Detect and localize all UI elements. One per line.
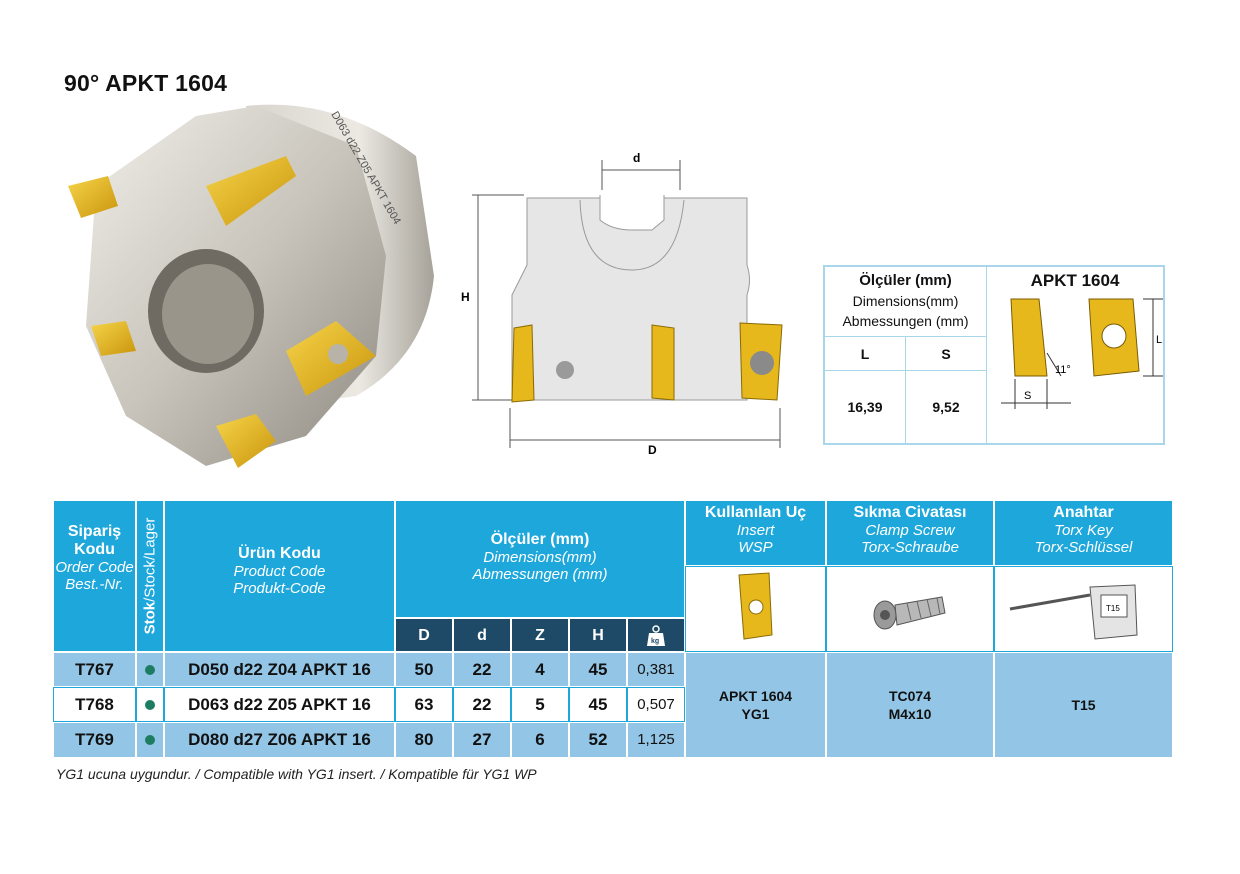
key-tag-text: T15 — [1106, 604, 1120, 613]
row-1-H: 45 — [569, 652, 627, 687]
screw-col-header: Sıkma Civatası Clamp Screw Torx-Schraube — [826, 500, 994, 566]
insert-value-cell: APKT 1604 YG1 — [685, 652, 826, 758]
milling-cutter-image: D063 d22 Z05 APKT 1604 — [68, 104, 434, 468]
screw-image-cell — [826, 566, 994, 652]
dim-col-H: H — [569, 618, 627, 652]
order-code-tr: Sipariş Kodu — [67, 523, 122, 558]
row-3-D: 80 — [395, 722, 453, 758]
row-1-code: T767 — [53, 652, 136, 687]
technical-drawing: d H D — [461, 151, 783, 457]
insert-dimensions-box: Ölçüler (mm) Dimensions(mm) Abmessungen … — [823, 265, 1165, 445]
row-2-code: T768 — [53, 687, 136, 722]
order-code-header: Sipariş Kodu Order Code Best.-Nr. — [53, 500, 136, 652]
insert-dims-head-en: Dimensions(mm) — [852, 293, 959, 309]
weight-unit: kg — [651, 638, 659, 645]
insert-title: APKT 1604 — [1030, 271, 1120, 290]
row-1-product: D050 d22 Z04 APKT 16 — [164, 652, 395, 687]
row-1-Z: 4 — [511, 652, 569, 687]
dim-col-D: D — [395, 618, 453, 652]
row-3-code: T769 — [53, 722, 136, 758]
stock-dot-icon — [145, 700, 155, 710]
page-title: 90° APKT 1604 — [64, 70, 228, 96]
insert-val-l: 16,39 — [825, 371, 906, 443]
screw-value-line1: TC074 — [888, 688, 932, 704]
dim-h-label: H — [461, 290, 470, 304]
insert-col-en: Insert — [736, 522, 775, 539]
stock-dot-icon — [145, 735, 155, 745]
insert-col-s: S — [906, 337, 987, 371]
dim-col-weight: kg — [627, 618, 685, 652]
insert-drawing: L S 11° — [1001, 298, 1163, 409]
order-code-de: Best.-Nr. — [65, 576, 124, 593]
row-2-product: D063 d22 Z05 APKT 16 — [164, 687, 395, 722]
dimensions-tr: Ölçüler (mm) — [490, 531, 590, 548]
insert-dim-l: L — [1156, 334, 1162, 346]
row-3-Z: 6 — [511, 722, 569, 758]
key-value-cell: T15 — [994, 652, 1173, 758]
insert-dims-head-tr: Ölçüler (mm) — [859, 272, 952, 289]
insert-icon — [738, 572, 773, 640]
dimensions-de: Abmessungen (mm) — [472, 566, 608, 583]
weight-icon: kg — [647, 625, 665, 646]
dimensions-header: Ölçüler (mm) Dimensions(mm) Abmessungen … — [395, 500, 685, 618]
row-2-D: 63 — [395, 687, 453, 722]
dim-col-Z: Z — [511, 618, 569, 652]
insert-col-l: L — [825, 337, 906, 371]
key-col-en: Torx Key — [1054, 522, 1113, 539]
product-code-de: Produkt-Code — [233, 580, 326, 597]
insert-value-line1: APKT 1604 — [718, 688, 793, 704]
row-2-d: 22 — [453, 687, 511, 722]
dim-D-label: D — [648, 443, 657, 457]
row-2-H: 45 — [569, 687, 627, 722]
stock-tr: Stok — [141, 601, 159, 635]
insert-col-header: Kullanılan Uç Insert WSP — [685, 500, 826, 566]
row-1-kg: 0,381 — [627, 652, 685, 687]
insert-val-s: 9,52 — [906, 371, 987, 443]
row-2-Z: 5 — [511, 687, 569, 722]
screw-col-tr: Sıkma Civatası — [853, 504, 967, 521]
screw-col-de: Torx-Schraube — [861, 539, 959, 556]
dimensions-en: Dimensions(mm) — [483, 549, 597, 566]
product-code-header: Ürün Kodu Product Code Produkt-Code — [164, 500, 395, 652]
stock-dot-icon — [145, 665, 155, 675]
row-3-kg: 1,125 — [627, 722, 685, 758]
dim-d-label: d — [633, 151, 640, 165]
product-code-tr: Ürün Kodu — [238, 545, 321, 562]
torx-key-icon: T15 — [1009, 584, 1138, 640]
stock-en: /Stock/Lager — [141, 517, 159, 602]
row-1-stock — [136, 652, 164, 687]
stock-header-text: Stok/Stock/Lager — [142, 518, 159, 635]
key-col-tr: Anahtar — [1053, 504, 1114, 521]
product-code-en: Product Code — [233, 563, 326, 580]
row-1-D: 50 — [395, 652, 453, 687]
key-col-header: Anahtar Torx Key Torx-Schlüssel — [994, 500, 1173, 566]
row-2-kg: 0,507 — [627, 687, 685, 722]
screw-value-line2: M4x10 — [888, 706, 932, 722]
footnote: YG1 ucuna uygundur. / Compatible with YG… — [56, 766, 537, 782]
row-3-H: 52 — [569, 722, 627, 758]
product-table: Sipariş Kodu Order Code Best.-Nr. Stok/S… — [53, 500, 1173, 758]
insert-col-tr: Kullanılan Uç — [704, 504, 807, 521]
insert-image-cell — [685, 566, 826, 652]
key-value: T15 — [1071, 697, 1096, 713]
insert-col-de: WSP — [738, 539, 773, 556]
order-code-en: Order Code — [55, 559, 134, 576]
screw-icon — [873, 596, 946, 630]
stock-header: Stok/Stock/Lager — [136, 500, 164, 652]
insert-angle: 11° — [1055, 364, 1071, 376]
dim-col-d: d — [453, 618, 511, 652]
insert-value-line2: YG1 — [741, 706, 770, 722]
insert-dim-s: S — [1024, 390, 1031, 402]
insert-dims-header: Ölçüler (mm) Dimensions(mm) Abmessungen … — [825, 267, 987, 337]
screw-col-en: Clamp Screw — [865, 522, 955, 539]
row-3-d: 27 — [453, 722, 511, 758]
row-2-stock — [136, 687, 164, 722]
key-image-cell: T15 — [994, 566, 1173, 652]
insert-dims-head-de: Abmessungen (mm) — [842, 313, 969, 329]
screw-value-cell: TC074 M4x10 — [826, 652, 994, 758]
row-3-product: D080 d27 Z06 APKT 16 — [164, 722, 395, 758]
key-col-de: Torx-Schlüssel — [1034, 539, 1133, 556]
row-1-d: 22 — [453, 652, 511, 687]
row-3-stock — [136, 722, 164, 758]
